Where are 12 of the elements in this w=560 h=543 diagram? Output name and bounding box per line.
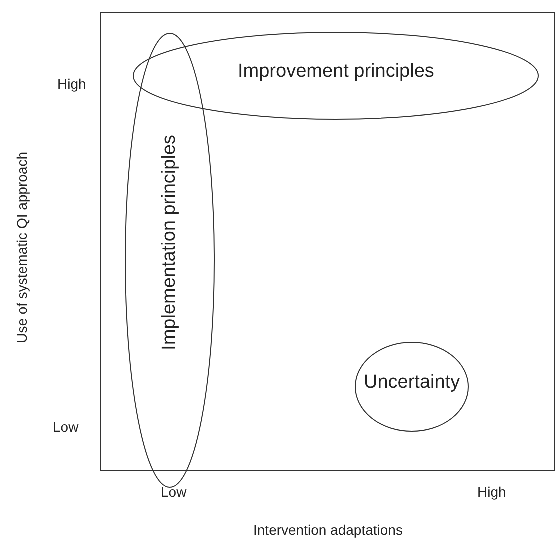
axis-title: Intervention adaptations (254, 522, 403, 538)
axis-tick-label: High (478, 484, 506, 500)
region-label: Improvement principles (238, 61, 434, 83)
ellipse-region (355, 342, 469, 432)
axis-tick-label: High (58, 76, 86, 92)
ellipse-region (125, 33, 215, 488)
region-label: Uncertainty (364, 372, 460, 394)
ellipse-region (133, 32, 539, 120)
axis-title: Use of systematic QI approach (14, 152, 30, 343)
region-label: Implementation principles (159, 135, 181, 350)
axis-tick-label: Low (161, 484, 187, 500)
axis-tick-label: Low (53, 419, 79, 435)
